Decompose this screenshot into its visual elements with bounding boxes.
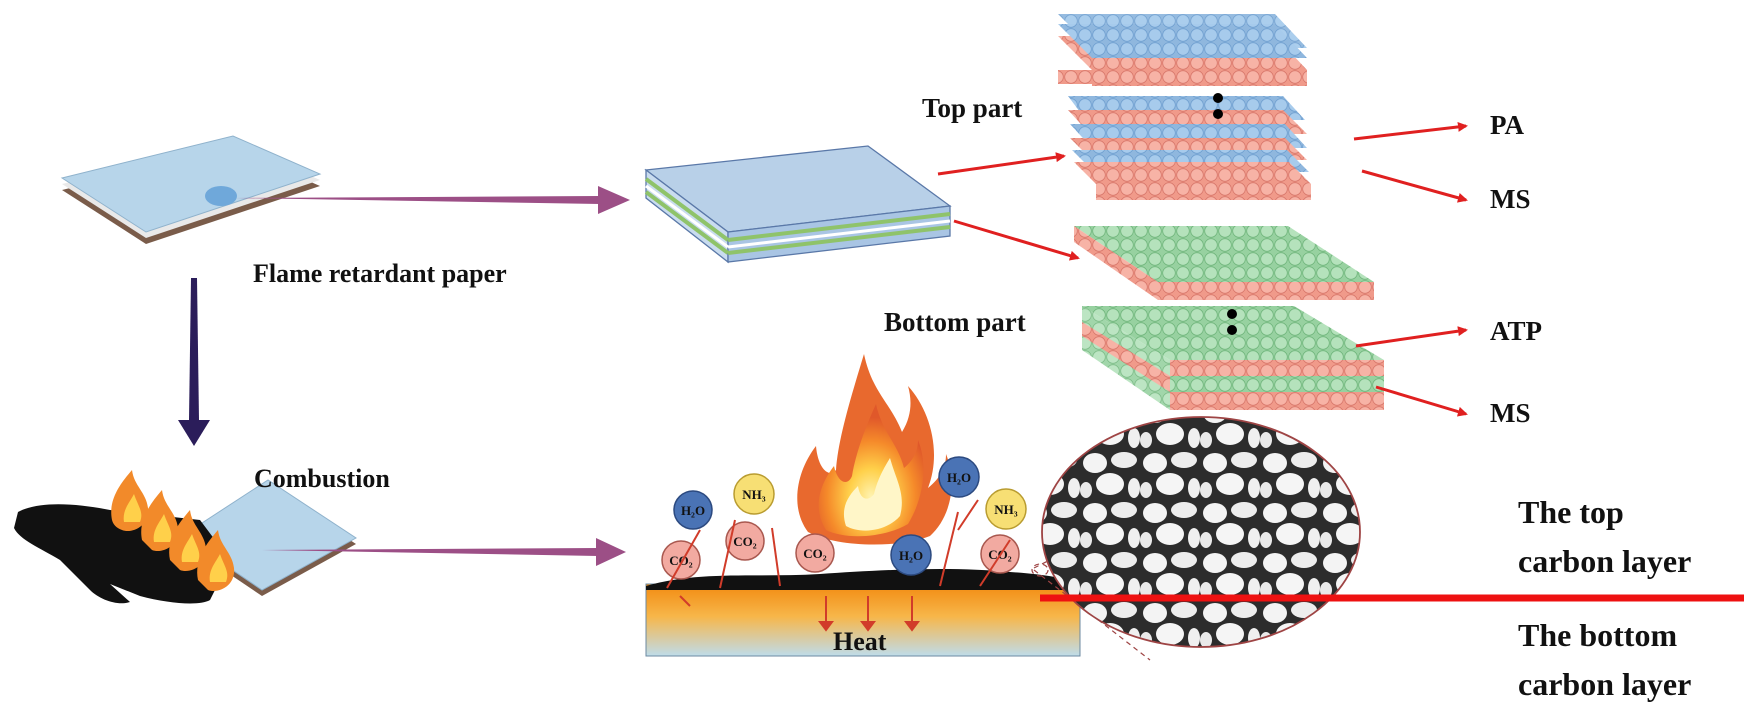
bottom-part-upper-stack bbox=[1074, 226, 1374, 300]
heat-arrows bbox=[679, 595, 920, 632]
gas-release-arrows bbox=[666, 499, 1011, 589]
combustion-label: Combustion bbox=[254, 464, 390, 493]
co2-molecule-1: CO₂ bbox=[661, 540, 701, 580]
gas-molecules: H₂O NH₃ CO₂ CO₂ CO₂ H₂O H₂O NH₃ bbox=[661, 456, 1027, 580]
flame-icon bbox=[111, 470, 235, 592]
co2-molecule-3: CO₂ bbox=[795, 533, 835, 573]
top-part-label: Top part bbox=[922, 93, 1022, 123]
flame-retardant-paper-label: Flame retardant paper bbox=[253, 259, 507, 288]
burning-paper-icon bbox=[14, 470, 357, 604]
heat-label: Heat bbox=[833, 627, 887, 656]
h2o-molecule-2: H₂O bbox=[890, 534, 932, 576]
top-part-lower-stack bbox=[1068, 93, 1311, 200]
heat-layer bbox=[645, 568, 1081, 657]
nh3-molecule-2: NH₃ bbox=[985, 488, 1027, 530]
carbon-layer-micrograph bbox=[1041, 416, 1361, 648]
svg-text:CO₂: CO₂ bbox=[733, 534, 757, 549]
fire-icon bbox=[797, 354, 952, 545]
svg-text:CO₂: CO₂ bbox=[669, 553, 693, 568]
top-part-upper-stack bbox=[1058, 14, 1307, 86]
bottom-carbon-label-line2: carbon layer bbox=[1518, 666, 1691, 702]
atp-label: ATP bbox=[1490, 316, 1542, 346]
nh3-molecule-1: NH₃ bbox=[733, 473, 775, 515]
ms-bottom-pointer-arrow bbox=[1375, 385, 1468, 417]
ms-top-pointer-arrow bbox=[1361, 169, 1468, 203]
pa-pointer-arrow bbox=[1353, 121, 1468, 141]
pa-label: PA bbox=[1490, 110, 1524, 140]
svg-text:H₂O: H₂O bbox=[899, 548, 923, 563]
svg-text:H₂O: H₂O bbox=[947, 470, 971, 485]
h2o-molecule-3: H₂O bbox=[938, 456, 980, 498]
combustion-to-char-arrow bbox=[262, 538, 626, 566]
paper-sheet-icon bbox=[60, 135, 322, 244]
block-to-bottom-part-arrow bbox=[953, 219, 1080, 261]
paper-to-structure-arrow bbox=[236, 186, 630, 214]
svg-text:NH₃: NH₃ bbox=[994, 502, 1018, 517]
co2-molecule-2: CO₂ bbox=[725, 521, 765, 561]
svg-text:NH₃: NH₃ bbox=[742, 487, 766, 502]
h2o-molecule-1: H₂O bbox=[673, 490, 713, 530]
svg-text:CO₂: CO₂ bbox=[803, 546, 827, 561]
layered-structure-icon bbox=[644, 145, 952, 264]
atp-pointer-arrow bbox=[1355, 326, 1468, 348]
bottom-part-lower-stack bbox=[1082, 306, 1384, 410]
bottom-carbon-label-line1: The bottom bbox=[1518, 617, 1677, 653]
top-carbon-label-line2: carbon layer bbox=[1518, 543, 1691, 579]
bottom-part-label: Bottom part bbox=[884, 307, 1026, 337]
ms-bottom-label: MS bbox=[1490, 398, 1531, 428]
ms-top-label: MS bbox=[1490, 184, 1531, 214]
paper-to-combustion-arrow bbox=[178, 278, 210, 446]
svg-text:H₂O: H₂O bbox=[681, 503, 705, 518]
block-to-top-part-arrow bbox=[937, 152, 1066, 176]
top-carbon-label-line1: The top bbox=[1518, 494, 1624, 530]
